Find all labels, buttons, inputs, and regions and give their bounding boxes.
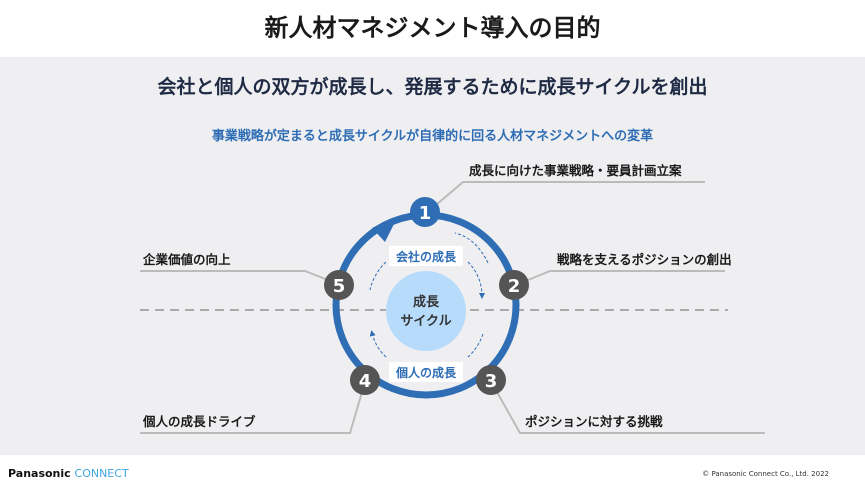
panasonic-connect-logo: Panasonic CONNECT bbox=[8, 467, 129, 480]
step-node-4: 4 bbox=[350, 365, 380, 395]
svg-text:1: 1 bbox=[419, 203, 432, 224]
step-node-2: 2 bbox=[499, 270, 529, 300]
upper-right-arrow bbox=[467, 261, 486, 299]
upper-left-arc bbox=[369, 261, 387, 291]
step-node-1: 1 bbox=[410, 197, 440, 227]
leader-line-2 bbox=[527, 270, 725, 281]
svg-text:2: 2 bbox=[508, 276, 521, 297]
center-label-1: 成長 bbox=[413, 294, 440, 310]
lower-label-bg bbox=[389, 362, 463, 382]
svg-text:3: 3 bbox=[485, 371, 498, 392]
company-growth-label: 会社の成長 bbox=[396, 249, 457, 264]
step-label-4: 個人の成長ドライブ bbox=[142, 414, 256, 429]
upper-label-bg bbox=[389, 246, 463, 266]
svg-text:5: 5 bbox=[333, 276, 346, 297]
lower-right-arc bbox=[467, 333, 484, 358]
step-node-5: 5 bbox=[324, 270, 354, 300]
center-circle bbox=[386, 271, 466, 351]
leader-line-1 bbox=[435, 181, 705, 206]
step-label-3: ポジションに対する挑戦 bbox=[525, 414, 663, 429]
slide-title: 新人材マネジメント導入の目的 bbox=[264, 14, 601, 42]
brand-name: Panasonic bbox=[8, 467, 71, 480]
lower-left-arrow bbox=[369, 330, 387, 358]
svg-text:4: 4 bbox=[359, 371, 372, 392]
step-node-3: 3 bbox=[476, 365, 506, 395]
brand-sub: CONNECT bbox=[74, 467, 129, 480]
lead-text: 事業戦略が定まると成長サイクルが自律的に回る人材マネジメントへの変革 bbox=[211, 129, 654, 144]
slide-subtitle: 会社と個人の双方が成長し、発展するために成長サイクルを創出 bbox=[157, 76, 708, 98]
leader-line-5 bbox=[140, 270, 329, 281]
upper-dashed-arrow bbox=[454, 232, 489, 264]
center-label-2: サイクル bbox=[400, 314, 451, 329]
step-label-5: 企業価値の向上 bbox=[142, 252, 231, 267]
leader-line-3 bbox=[496, 391, 765, 434]
copyright: © Panasonic Connect Co., Ltd. 2022 bbox=[702, 470, 829, 478]
step-label-2: 戦略を支えるポジションの創出 bbox=[557, 252, 732, 267]
cycle-arrow-icon bbox=[372, 216, 398, 242]
leader-line-4 bbox=[140, 391, 363, 434]
step-label-1: 成長に向けた事業戦略・要員計画立案 bbox=[469, 163, 682, 178]
individual-growth-label: 個人の成長 bbox=[395, 365, 457, 380]
